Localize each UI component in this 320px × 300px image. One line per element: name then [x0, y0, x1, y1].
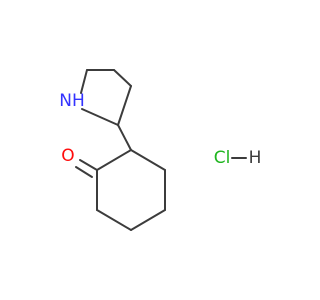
bond-c2-c3 [117, 85, 132, 126]
chemical-structure-diagram: NH O Cl H [59, 69, 262, 231]
hydrogen-label: H [249, 148, 262, 168]
bond-c1-c2 [130, 149, 166, 171]
bond-n-c2 [81, 108, 119, 126]
bond-c3-c4 [113, 69, 132, 87]
carbonyl-bond-line-2 [75, 166, 93, 178]
bond-c4-c5 [96, 209, 132, 231]
carbonyl-bond-line-1 [79, 159, 98, 171]
bond-c5-n [80, 69, 88, 94]
carbonyl-double-bond [75, 159, 98, 178]
nitrogen-label: NH [59, 91, 85, 111]
bond-ring-link [117, 124, 132, 151]
bond-c6-c1 [96, 149, 132, 171]
oxygen-label: O [61, 146, 74, 166]
chlorine-label: Cl [214, 148, 231, 168]
bond-c3-c4 [130, 209, 166, 231]
pyrrolidine-ring [80, 69, 132, 126]
cyclohexanone-ring [96, 149, 166, 231]
